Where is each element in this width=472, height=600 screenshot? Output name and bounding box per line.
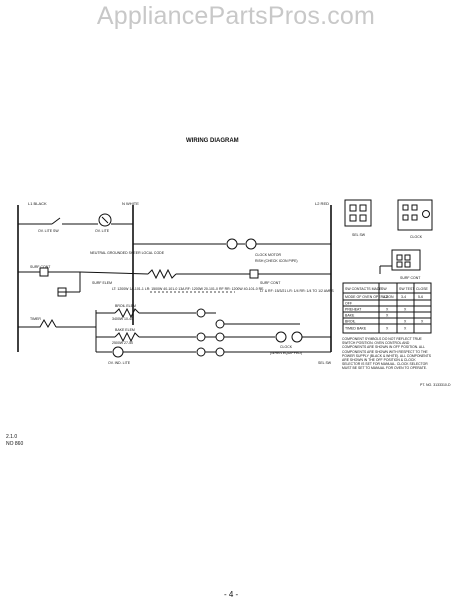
table-cell: 5-6 [418,295,423,299]
timer-contacts [18,318,57,329]
oven-light-label: OV. LITE [95,229,110,233]
broil-terminal [196,308,206,318]
broil-elem-label: BROIL ELEM [115,304,136,308]
table-cell: X [386,308,389,312]
sel-sw-inset [344,199,372,227]
neutral-label: NEUTRAL GROUNDED SHEER LOCAL CODE [90,251,165,255]
table-cell: X [404,320,407,324]
ind-terminal [196,347,206,357]
clock-inset [397,199,433,231]
part-number: PT. NO. 3133310-D [420,383,451,387]
lt-rf-label: LT & RF: 15/3/21 LR: 1/4 RR: 1/4 TO 1/2 … [260,289,334,293]
ov-ind-lite-label: OV. IND. LITE [108,361,131,365]
table-cell: 3-4 [401,295,406,299]
table-cell: X [386,327,389,331]
clock-motor-sub-label: RISH (CHECK ICON PIPE) [255,259,298,263]
surf-cont-right-box [249,269,259,279]
table-cell: BROIL [345,320,356,324]
table-cell: PREHEAT [345,308,362,312]
surf-cont-left-box [39,267,49,277]
line-l1-label: L1 BLACK [28,201,47,206]
table-cell: X [404,327,407,331]
table-header-0: SW CONTACTS MADE [345,287,382,291]
line-n-label: N WHITE [122,201,139,206]
table-cell: 1-2 [383,295,388,299]
side-label-2: NO 860 [6,441,24,447]
sel-sw-label: SEL SW [318,361,332,365]
surf-cont-link-box [57,287,67,297]
table-cell: TIMED BAKE [345,327,367,331]
surf-cont-left-label: SURF CONT [30,265,51,269]
surf-elem-resistor [147,268,177,280]
watermark: AppliancePartsPros.com [96,2,376,30]
clock-symbol-right [291,331,303,343]
table-cell: X [421,320,424,324]
clock-motor-symbol-right [245,238,257,250]
oven-light-switch [51,217,61,225]
surf-cont-inset [391,249,421,271]
sel-sw-inset-label: SEL SW [352,233,366,237]
surf-elem-label: SURF ELEM [92,281,112,285]
line-l2-label: L2 RED [315,201,329,206]
table-header-1: SW [381,287,387,291]
bake-elem-label: BAKE ELEM [115,328,135,332]
page-number: - 4 - [224,590,239,599]
sel-sw-terminal-3 [215,347,225,357]
table-cell: X [404,308,407,312]
clock-motor-label: CLOCK MOTOR [255,253,281,257]
ov-ind-lite-lamp [112,346,124,358]
timer-label: TIMER [30,317,41,321]
broil-elem-resistor [114,307,140,319]
bake-elem-resistor [114,331,140,343]
side-label-1: 2.1.0 [6,434,18,440]
clock-sub-label: (WHEN EQUIPPED) [270,351,302,355]
bake-terminal [196,332,206,342]
clock-label: CLOCK [280,345,293,349]
surf-cont-right-label: SURF CONT [260,281,281,285]
clock-symbol-left [275,331,287,343]
oven-light-lamp [98,213,112,227]
clock-motor-symbol-left [226,238,238,250]
table-cell: X [386,314,389,318]
broil-elem-sub-label: 3400W 10-40 [112,317,133,321]
sel-sw-terminal-2 [215,332,225,342]
table-cell: BAKE [345,314,355,318]
sel-sw-terminal-1 [215,319,225,329]
table-header-2: SW TEST [399,287,415,291]
component-note: COMPONENT SYMBOLS DO NOT REFLECT TRUE SW… [342,337,432,371]
switch-table: SW CONTACTS MADE SW SW TEST CLOSE MODE O… [342,282,432,334]
table-cell: OFF [345,302,352,306]
diagram-title: WIRING DIAGRAM [186,138,239,144]
bake-elem-sub-label: 2500W 27-50 [112,341,133,345]
table-cell: MODE OF OVEN OPERATION [345,295,394,299]
table-header-3: CLOSE [416,287,429,291]
clock-inset-label: CLOCK [410,235,423,239]
surf-cont-inset-label: SURF CONT [400,276,421,280]
oven-light-switch-label: OV. LITE SW [38,229,59,233]
surf-ratings-label: LT: 1200W 1A-101-1 LR: 1500W 40-101-0 13… [112,287,263,291]
